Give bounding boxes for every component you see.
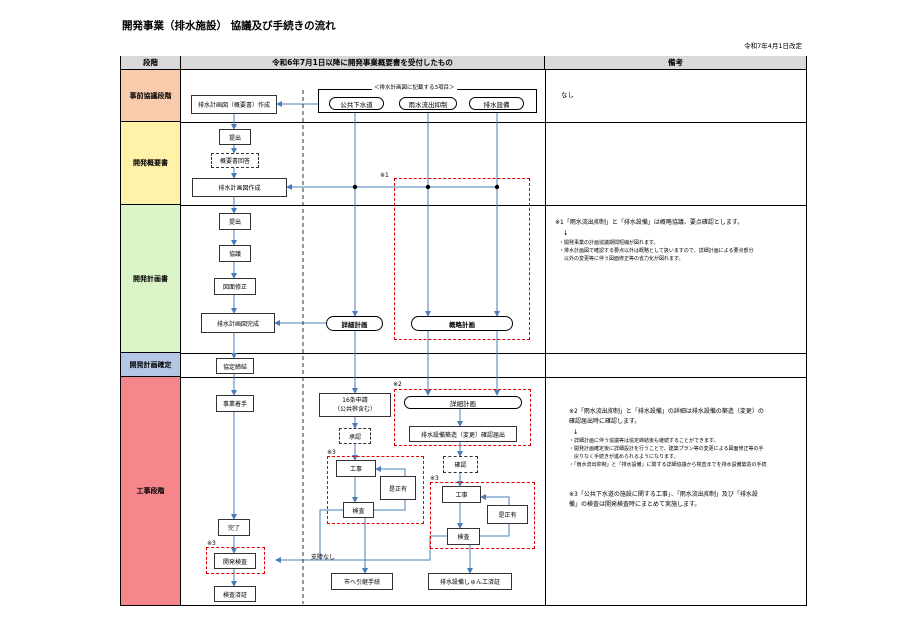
no-problem-label: 支障なし: [311, 554, 336, 561]
header-stage: 段階: [121, 56, 181, 70]
outline-plan-pill: 概略計画: [411, 316, 513, 331]
detail-plan-pill-2: 詳細計画: [404, 396, 522, 409]
remark-2-title-2: 確認届出時に確認します。: [569, 418, 641, 425]
fix-drawing-box: 図面修正: [214, 278, 256, 295]
dev-inspection-group: [206, 547, 265, 574]
revised-date: 令和7年4月1日改定: [744, 42, 802, 50]
plan-create-box: 排水計画図（概要書）作成: [191, 95, 277, 114]
page-title: 開発事業（排水施設） 協議及び手続きの流れ: [122, 20, 336, 32]
inspection-group-1: [327, 456, 424, 524]
remark-2-line: 戻りなく手続きが進められるようになります。: [569, 454, 679, 460]
remark-1-line: ・開発事業の計画協議期間短縮が図れます。: [559, 240, 659, 246]
consult-box: 協議: [219, 245, 251, 262]
work-box-2: 工事: [442, 486, 481, 503]
fix-box-1: 是正有: [380, 476, 416, 500]
remark-2-line: ・開発計画確定後に詳細設計を行うことで、建築プラン等の変更による図面修正等の手: [569, 446, 764, 452]
item-drain: 排水設備: [469, 97, 524, 110]
inspection-group-2: [430, 482, 535, 549]
plan-make-box: 排水計画図作成: [192, 178, 287, 197]
drain-done-box: 排水設備しゅん工済証: [428, 573, 512, 590]
inspect-done-box: 検査済証: [214, 586, 256, 602]
plan-done-box: 排水計画図完成: [201, 313, 275, 333]
remark-1-line: 以外の変更等に伴う図面修正等の省力化が図れます。: [559, 256, 684, 262]
remark-3-title: ※3「公共下水道の施設に関する工事」、「雨水流出抑制」及び「排水設: [569, 491, 758, 498]
approval-box: 承認: [339, 428, 371, 444]
submit-box-1: 提出: [219, 129, 251, 145]
mark-2: ※2: [393, 381, 402, 388]
mark-3a: ※3: [327, 449, 336, 456]
detail-plan-group: [394, 389, 531, 446]
stage-construction: 工事段階: [121, 377, 181, 605]
remark-1-line: ・排水計画図で確認する要点以外は概略として扱いますので、詳細計画による要点部分: [559, 248, 754, 254]
remark-3-title-2: 備」の検査は開発検査時にまとめて実施します。: [569, 501, 701, 508]
rain-drain-outline-group: [394, 178, 530, 340]
item-rain: 雨水流出抑制: [399, 97, 457, 110]
remark-none: なし: [561, 91, 574, 99]
inspect-box-1: 検査: [343, 502, 374, 518]
remark-2-arrow: ↓: [573, 428, 579, 436]
group-label: ＜排水計画図に記載する3項目＞: [372, 83, 457, 91]
city-handover-box: 市へ引継手続: [331, 573, 393, 590]
confirm-box: 確認: [443, 456, 478, 473]
item-sewer: 公共下水道: [329, 97, 384, 110]
submit-box-2: 提出: [219, 213, 251, 230]
remark-1-title: ※1「雨水流出抑制」と「排水設備」は概略協議、要点確認とします。: [555, 219, 744, 226]
answer-box: 概要書回答: [211, 153, 259, 168]
mark-3b: ※3: [430, 475, 439, 482]
complete-box: 完了: [218, 519, 250, 536]
agreement-box: 協定締結: [216, 358, 254, 374]
header-remarks: 備考: [545, 56, 806, 70]
app16-box: 16条申請 （公共桝含む）: [319, 393, 391, 417]
stage-pre-consult: 事前協議段階: [121, 70, 181, 122]
remark-1-arrow: ↓: [563, 229, 569, 237]
mark-3c: ※3: [207, 540, 216, 547]
row-divider: [181, 122, 807, 123]
remark-2-title: ※2「雨水流出抑制」と「排水設備」の詳細は排水設備の築造（変更）の: [569, 408, 764, 415]
row-divider: [181, 353, 807, 354]
stage-plan-fixed: 開発計画確定: [121, 353, 181, 377]
dev-inspect-box: 開発検査: [214, 553, 256, 569]
notify-box: 排水設備築造（変更）確認届出: [409, 426, 517, 442]
remark-2-line: ・詳細計画に伴う協議等は協定締結後も継続することができます。: [569, 438, 719, 444]
header-flow: 令和6年7月1日以降に開発事業概要書を受付したもの: [181, 56, 545, 70]
row-divider: [181, 377, 807, 378]
stage-plan: 開発計画書: [121, 205, 181, 353]
detail-plan-pill: 詳細計画: [326, 316, 383, 331]
mark-1: ※1: [380, 172, 389, 179]
remark-2-line: ・「雨水流出抑制」と「排水設備」に関する詳細協議から検査までを排水設備築造の手続: [569, 462, 767, 468]
column-divider: [545, 70, 546, 605]
start-box: 事業着手: [216, 395, 254, 412]
inspect-box-2: 検査: [447, 528, 480, 545]
row-divider: [181, 205, 807, 206]
work-box-1: 工事: [336, 460, 376, 477]
fix-box-2: 是正有: [487, 505, 528, 524]
stage-outline: 開発概要書: [121, 122, 181, 205]
